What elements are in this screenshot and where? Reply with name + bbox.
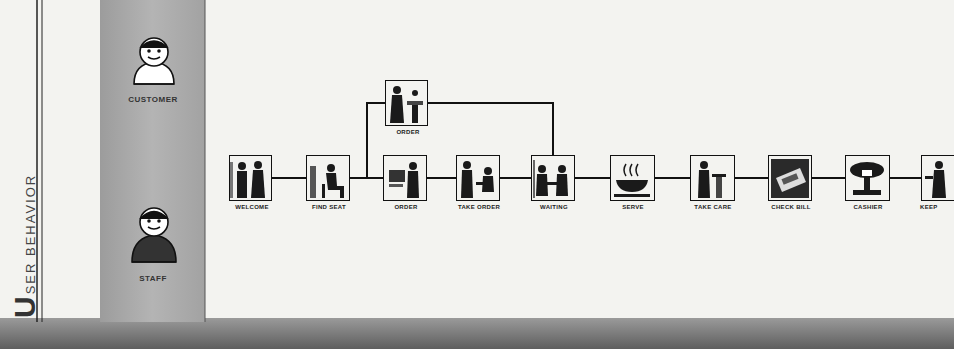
customer-figure (134, 38, 174, 84)
flow-line (350, 103, 385, 178)
flow-line (350, 177, 383, 179)
flow-line (272, 177, 306, 179)
step-label: TAKE CARE (677, 204, 749, 210)
row-heading: USER BEHAVIOR (8, 174, 42, 318)
staff-figure (132, 208, 176, 262)
icon-box: TAKE CARE (690, 155, 735, 201)
step-label: CASHIER (832, 204, 904, 210)
actor-label: CUSTOMER (101, 95, 205, 104)
band-edge (205, 0, 206, 322)
pictograms (230, 86, 946, 198)
icon-box: ORDER (385, 80, 428, 126)
icon-box: KEEP (921, 155, 954, 201)
flow-line (890, 177, 921, 179)
step-label: WELCOME (216, 204, 288, 210)
step-label: CHECK BILL (755, 204, 827, 210)
icon-box: ORDER (383, 155, 427, 201)
step-label: FIND SEAT (293, 204, 365, 210)
step-label: KEEP (920, 204, 938, 210)
actor-label: STAFF (101, 274, 205, 283)
flow-line (500, 177, 531, 179)
icon-box: CHECK BILL (768, 155, 812, 201)
icon-box: TAKE ORDER (456, 155, 500, 201)
gray-band (100, 0, 205, 322)
step-label: ORDER (372, 129, 444, 135)
icon-box: SERVE (610, 155, 655, 201)
flow-line (428, 103, 553, 155)
icon-box: WAITING (531, 155, 575, 201)
flow-line (575, 177, 610, 179)
icon-box: CASHIER (845, 155, 890, 201)
icon-box: FIND SEAT (306, 155, 350, 201)
step-label: TAKE ORDER (443, 204, 515, 210)
flow-line (427, 177, 456, 179)
step-label: ORDER (370, 204, 442, 210)
step-label: WAITING (518, 204, 590, 210)
flow-line (735, 177, 768, 179)
bottom-shadow (0, 318, 954, 349)
divider-line (42, 0, 43, 322)
flow-line (812, 177, 845, 179)
flow-line (655, 177, 690, 179)
icon-box: WELCOME (229, 155, 272, 201)
step-label: SERVE (597, 204, 669, 210)
